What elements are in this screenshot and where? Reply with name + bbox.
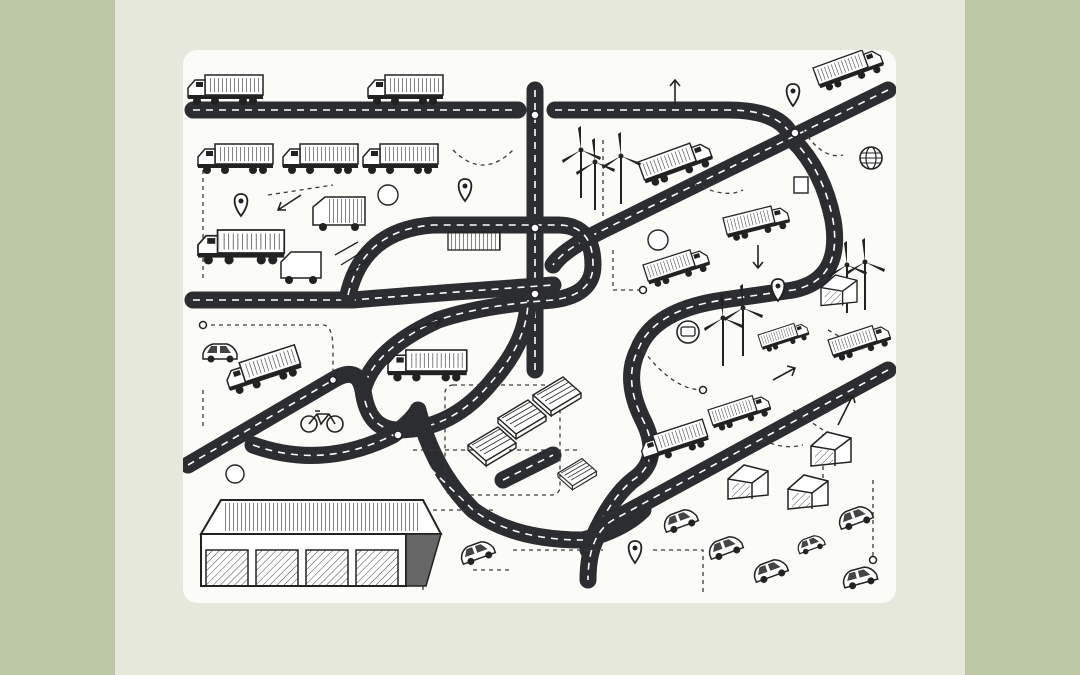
- container-crate-icon: [447, 231, 858, 510]
- route-nodes: [198, 110, 878, 565]
- warehouse-icon: [199, 499, 443, 587]
- speed-lines: [334, 241, 372, 275]
- arrow-icon: [276, 78, 856, 426]
- badge-icons: [225, 176, 809, 484]
- globe-icon: [859, 146, 883, 170]
- logistics-map: [183, 50, 896, 603]
- route-lines: [202, 129, 874, 595]
- bicycle-icon: [300, 410, 344, 433]
- van-icon: [280, 196, 366, 284]
- map-illustration: [183, 50, 896, 595]
